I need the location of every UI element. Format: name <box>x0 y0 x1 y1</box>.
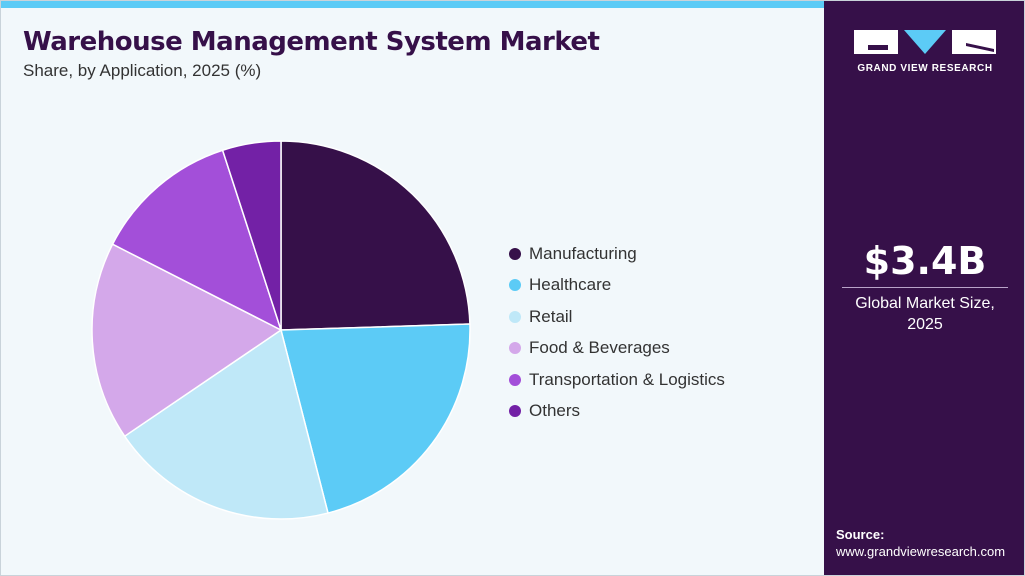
pie-slice-healthcare <box>280 323 471 514</box>
pie-slice-retail <box>123 328 329 520</box>
source-link[interactable]: www.grandviewresearch.com <box>836 544 1006 559</box>
legend-label: Food & Beverages <box>529 338 670 358</box>
sidebar: GRAND VIEW RESEARCH $3.4B Global Market … <box>824 1 1024 575</box>
legend-swatch <box>509 310 521 323</box>
market-size-value: $3.4B <box>863 239 987 283</box>
gvr-logo-icon <box>854 30 996 54</box>
legend-swatch <box>509 342 521 355</box>
pie-slice-others <box>221 140 282 331</box>
legend-label: Others <box>529 401 581 421</box>
legend-label: Manufacturing <box>529 243 637 263</box>
legend-swatch <box>509 247 521 260</box>
market-size-label: Global Market Size, 2025 <box>855 295 995 333</box>
pie-slice-manufacturing <box>280 140 471 331</box>
legend-label: Healthcare <box>529 275 612 295</box>
accent-bar <box>1 1 824 8</box>
pie-chart <box>91 140 471 520</box>
legend-label: Retail <box>529 306 573 326</box>
brand-logo: GRAND VIEW RESEARCH <box>854 29 996 74</box>
legend-item: Others <box>509 396 725 428</box>
legend-item: Manufacturing <box>509 238 725 270</box>
legend-swatch <box>509 405 521 418</box>
legend-item: Retail <box>509 301 725 333</box>
source-label: Source: <box>836 527 885 542</box>
legend-item: Transportation & Logistics <box>509 364 725 396</box>
chart-title: Warehouse Management System Market <box>23 27 600 57</box>
pie-slice-transportation-logistics <box>111 149 283 332</box>
legend-swatch <box>509 279 521 292</box>
legend-item: Healthcare <box>509 270 725 302</box>
chart-subtitle: Share, by Application, 2025 (%) <box>23 61 262 80</box>
legend-label: Transportation & Logistics <box>529 369 725 389</box>
brand-name: GRAND VIEW RESEARCH <box>857 63 993 74</box>
pie-slice-food-beverages <box>91 243 283 438</box>
divider <box>842 287 1008 288</box>
legend-swatch <box>509 373 521 386</box>
legend-item: Food & Beverages <box>509 333 725 365</box>
